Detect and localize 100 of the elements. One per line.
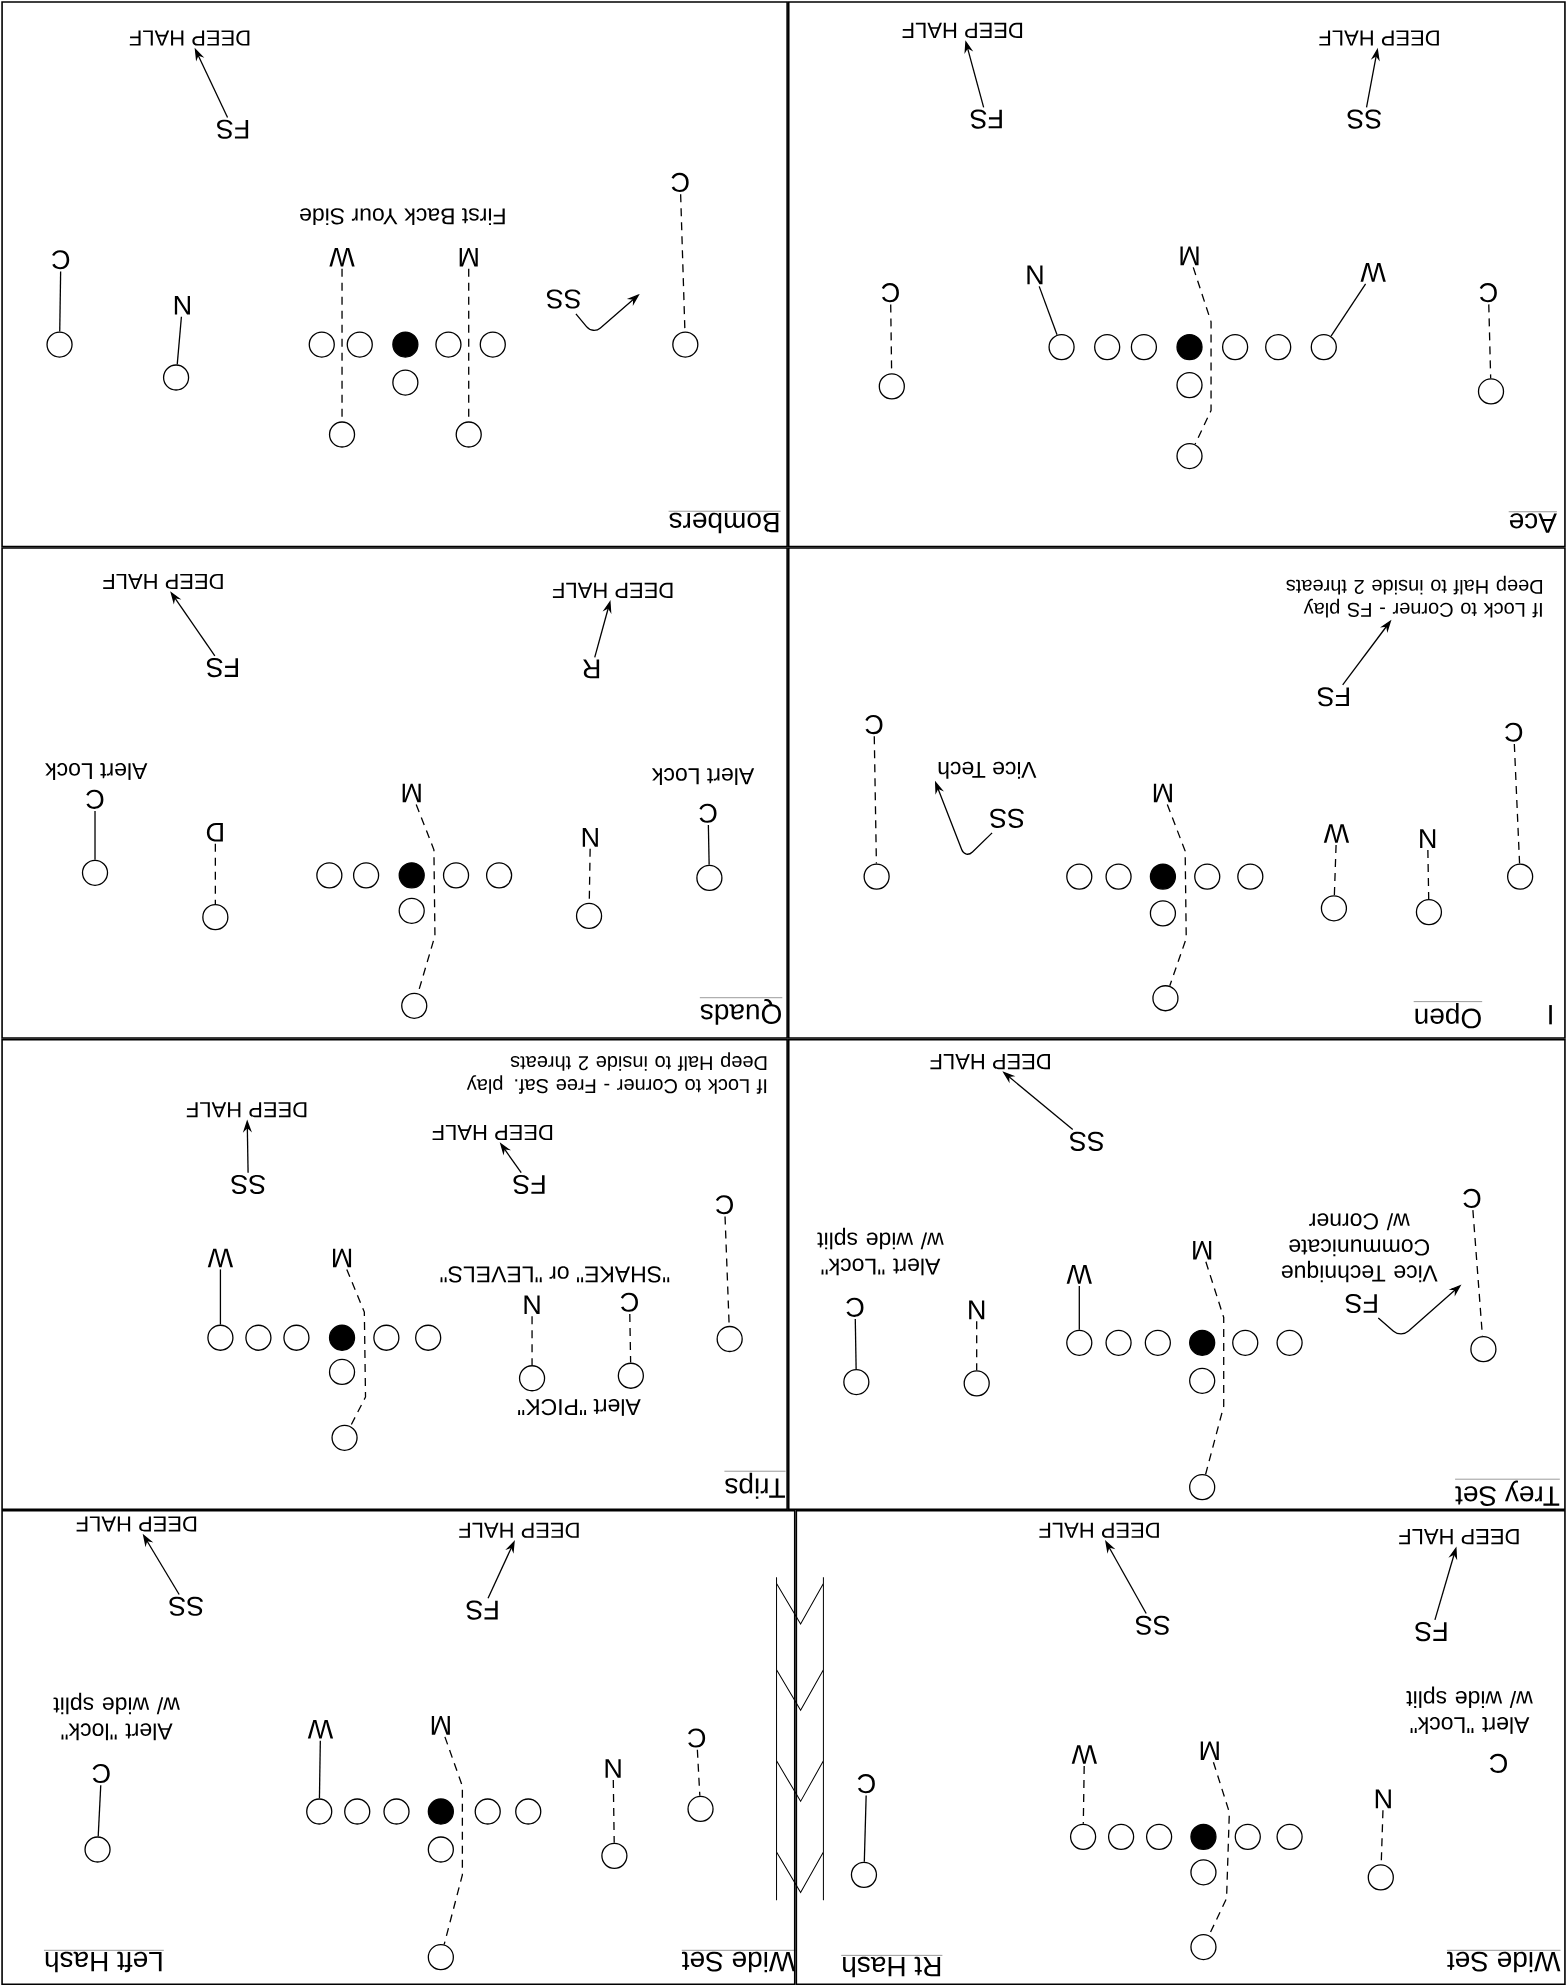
assignment-line [1333,844,1337,896]
player-circle [1276,1823,1303,1850]
zone-label: DEEP HALF [76,1516,197,1532]
defender-letter: W [1066,1265,1092,1284]
defender-letter: C [881,283,899,303]
defender-letter: SS [1347,109,1382,129]
player-circle [1048,333,1075,361]
zone-label: DEEP HALF [902,22,1023,38]
player-circle [1066,863,1093,890]
player-circle [1105,1329,1132,1356]
assignment-line [976,1320,978,1371]
player-circle [843,1368,870,1396]
zone-label: DEEP HALF [129,30,250,46]
player-circle [1152,985,1179,1012]
defender-letter: N [605,1759,621,1778]
player-circle [1507,863,1534,890]
defender-letter: N [1027,265,1043,285]
player-circle [202,904,229,931]
player-circle [1320,895,1348,922]
center-circle [392,331,419,358]
player-circle [1069,1823,1097,1850]
defender-letter: C [846,1297,864,1317]
center-circle [1176,333,1203,361]
defender-letter: C [715,1195,733,1215]
zone-label: DEEP HALF [1039,1522,1159,1538]
center-circle [1149,863,1177,890]
assignment-line [219,1268,222,1326]
player-circle [283,1324,310,1351]
note-text: Alert "lock" w/ wide split [53,1692,180,1741]
defender-letter: C [1479,283,1497,303]
defender-letter: R [583,659,600,679]
defender-letter: C [857,1774,875,1794]
player-circle [963,1370,990,1397]
player-circle [207,1324,234,1351]
player-circle [1477,378,1505,405]
player-circle [515,1798,542,1825]
player-circle [1415,898,1443,926]
player-circle [850,1861,878,1888]
defender-letter: FS [206,658,238,678]
defender-letter: C [620,1292,638,1312]
defender-letter: C [688,1728,706,1748]
defender-letter: SS [1136,1615,1170,1635]
player-circle [485,862,513,889]
center-circle [398,862,425,889]
defender-letter: C [1463,1188,1481,1208]
player-circle [1310,333,1337,361]
player-circle [392,369,419,396]
defender-letter: C [52,250,70,270]
assignment-line [94,810,96,861]
zone-label: DEEP HALF [930,1054,1050,1070]
defender-letter: M [402,783,421,803]
defender-letter: C [92,1763,110,1784]
defender-letter: N [1375,1789,1391,1809]
player-circle [1107,1823,1135,1850]
player-circle [442,862,470,889]
defender-letter: FS [970,109,1002,129]
assignment-line [1192,266,1212,445]
player-circle [344,1798,371,1825]
player-circle [245,1324,272,1351]
player-circle [1276,1329,1303,1356]
player-circle [1144,1329,1171,1356]
player-circle [1190,1933,1217,1961]
player-circle [401,992,428,1019]
player-circle [1189,1367,1216,1394]
assignment-line [1204,1261,1225,1476]
assignment-line [1330,283,1367,337]
player-circle [479,331,506,358]
defender-letter: FS [1317,687,1349,707]
player-circle [1066,1329,1093,1356]
player-circle [1221,333,1249,361]
note-text: If Lock to Corner - Free Saf. play Deep Half to inside 2 threats [466,1052,767,1094]
player-circle [696,864,723,892]
defender-letter: SS [1070,1131,1104,1151]
center-circle [328,1324,356,1351]
player-circle [1176,371,1203,399]
assignment-line [1038,285,1058,336]
defender-letter: C [86,789,104,809]
player-circle [1265,333,1292,361]
player-circle [863,863,890,890]
defender-letter: W [307,1719,334,1739]
defender-letter: W [1323,824,1350,843]
player-circle [331,1424,358,1451]
player-circle [81,859,109,886]
player-circle [1176,442,1203,470]
defender-letter: C [1489,1753,1507,1773]
player-circle [878,373,905,400]
assignment-line [873,735,878,865]
defender-letter: D [206,823,223,842]
assignment-line [1513,743,1521,865]
assignment-line [854,1318,857,1370]
defender-letter: M [1200,1741,1219,1760]
defender-letter: M [459,247,478,267]
defender-letter: N [1420,829,1436,848]
defender-letter: M [1193,1241,1212,1260]
assignment-line [1488,303,1492,379]
assignment-line [97,1784,102,1838]
player-circle [373,1324,400,1351]
defender-letter: C [699,803,717,823]
zone-label: DEEP HALF [103,573,223,590]
player-circle [1190,1859,1217,1886]
